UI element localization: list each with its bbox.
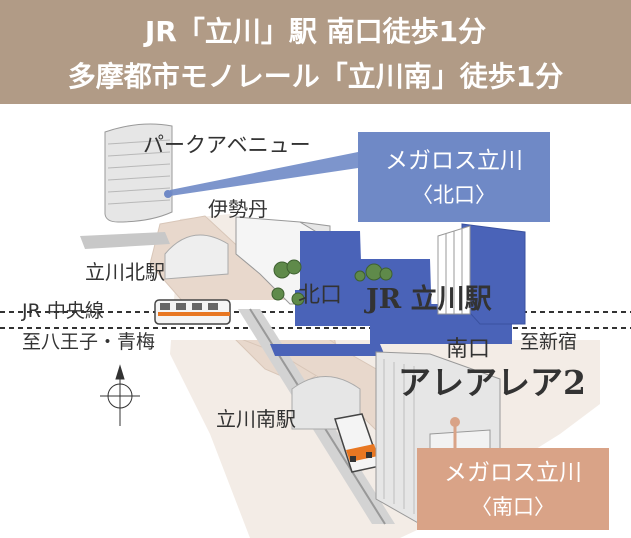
road-slab-left <box>80 232 170 249</box>
south-location-marker <box>450 417 460 427</box>
label-to-hachioji-ome: 至八王子・青梅 <box>22 331 155 353</box>
road-slab-right <box>270 344 385 356</box>
megalos-south-callout: メガロス立川 〈南口〉 <box>417 448 609 530</box>
label-tachikawa-minami-station: 立川南駅 <box>216 407 296 431</box>
tree-group <box>271 259 393 306</box>
label-park-avenue: パークアベニュー <box>143 133 311 157</box>
header-line-monorail: 多摩都市モノレール「立川南」徒歩1分 <box>67 60 564 93</box>
label-kitaguchi: 北口 <box>298 283 342 308</box>
megalos-south-title: メガロス立川 <box>444 460 582 486</box>
monorail-train-icon <box>334 413 381 473</box>
megalos-south-subtitle: 〈南口〉 <box>471 495 555 519</box>
label-arearea2: アレアレア2 <box>398 363 586 402</box>
header-banner: JR「立川」駅 南口徒歩1分 多摩都市モノレール「立川南」徒歩1分 <box>0 0 631 104</box>
label-to-shinjuku: 至新宿 <box>520 331 577 353</box>
jr-train-icon <box>154 299 231 325</box>
label-isetan: 伊勢丹 <box>208 197 268 221</box>
jr-station-north-building <box>300 231 362 292</box>
north-callout-pointer <box>170 152 358 196</box>
megalos-north-subtitle: 〈北口〉 <box>412 183 496 207</box>
label-minamiguchi: 南口 <box>446 337 490 362</box>
megalos-north-callout: メガロス立川 〈北口〉 <box>358 132 550 222</box>
jr-station-block <box>295 290 370 326</box>
label-tachikawa-kita-station: 立川北駅 <box>85 260 165 284</box>
park-avenue-windows <box>107 139 171 205</box>
tachikawa-kita-station-dome <box>164 234 229 280</box>
access-map: メガロス立川 〈北口〉 メガロス立川 〈南口〉 パークアベニュー 伊勢丹 立川北… <box>0 123 631 538</box>
compass-icon <box>100 364 140 426</box>
megalos-north-title: メガロス立川 <box>385 148 523 174</box>
park-avenue-building <box>104 123 173 223</box>
north-location-marker <box>164 190 172 198</box>
right-tower-mullions <box>445 229 463 314</box>
label-jr-chuo-line: JR 中央線 <box>21 300 104 322</box>
header-line-jr: JR「立川」駅 南口徒歩1分 <box>144 15 487 48</box>
label-jr-tachikawa-station: JR 立川駅 <box>364 283 492 315</box>
arearea2-facade-lines <box>383 359 415 514</box>
